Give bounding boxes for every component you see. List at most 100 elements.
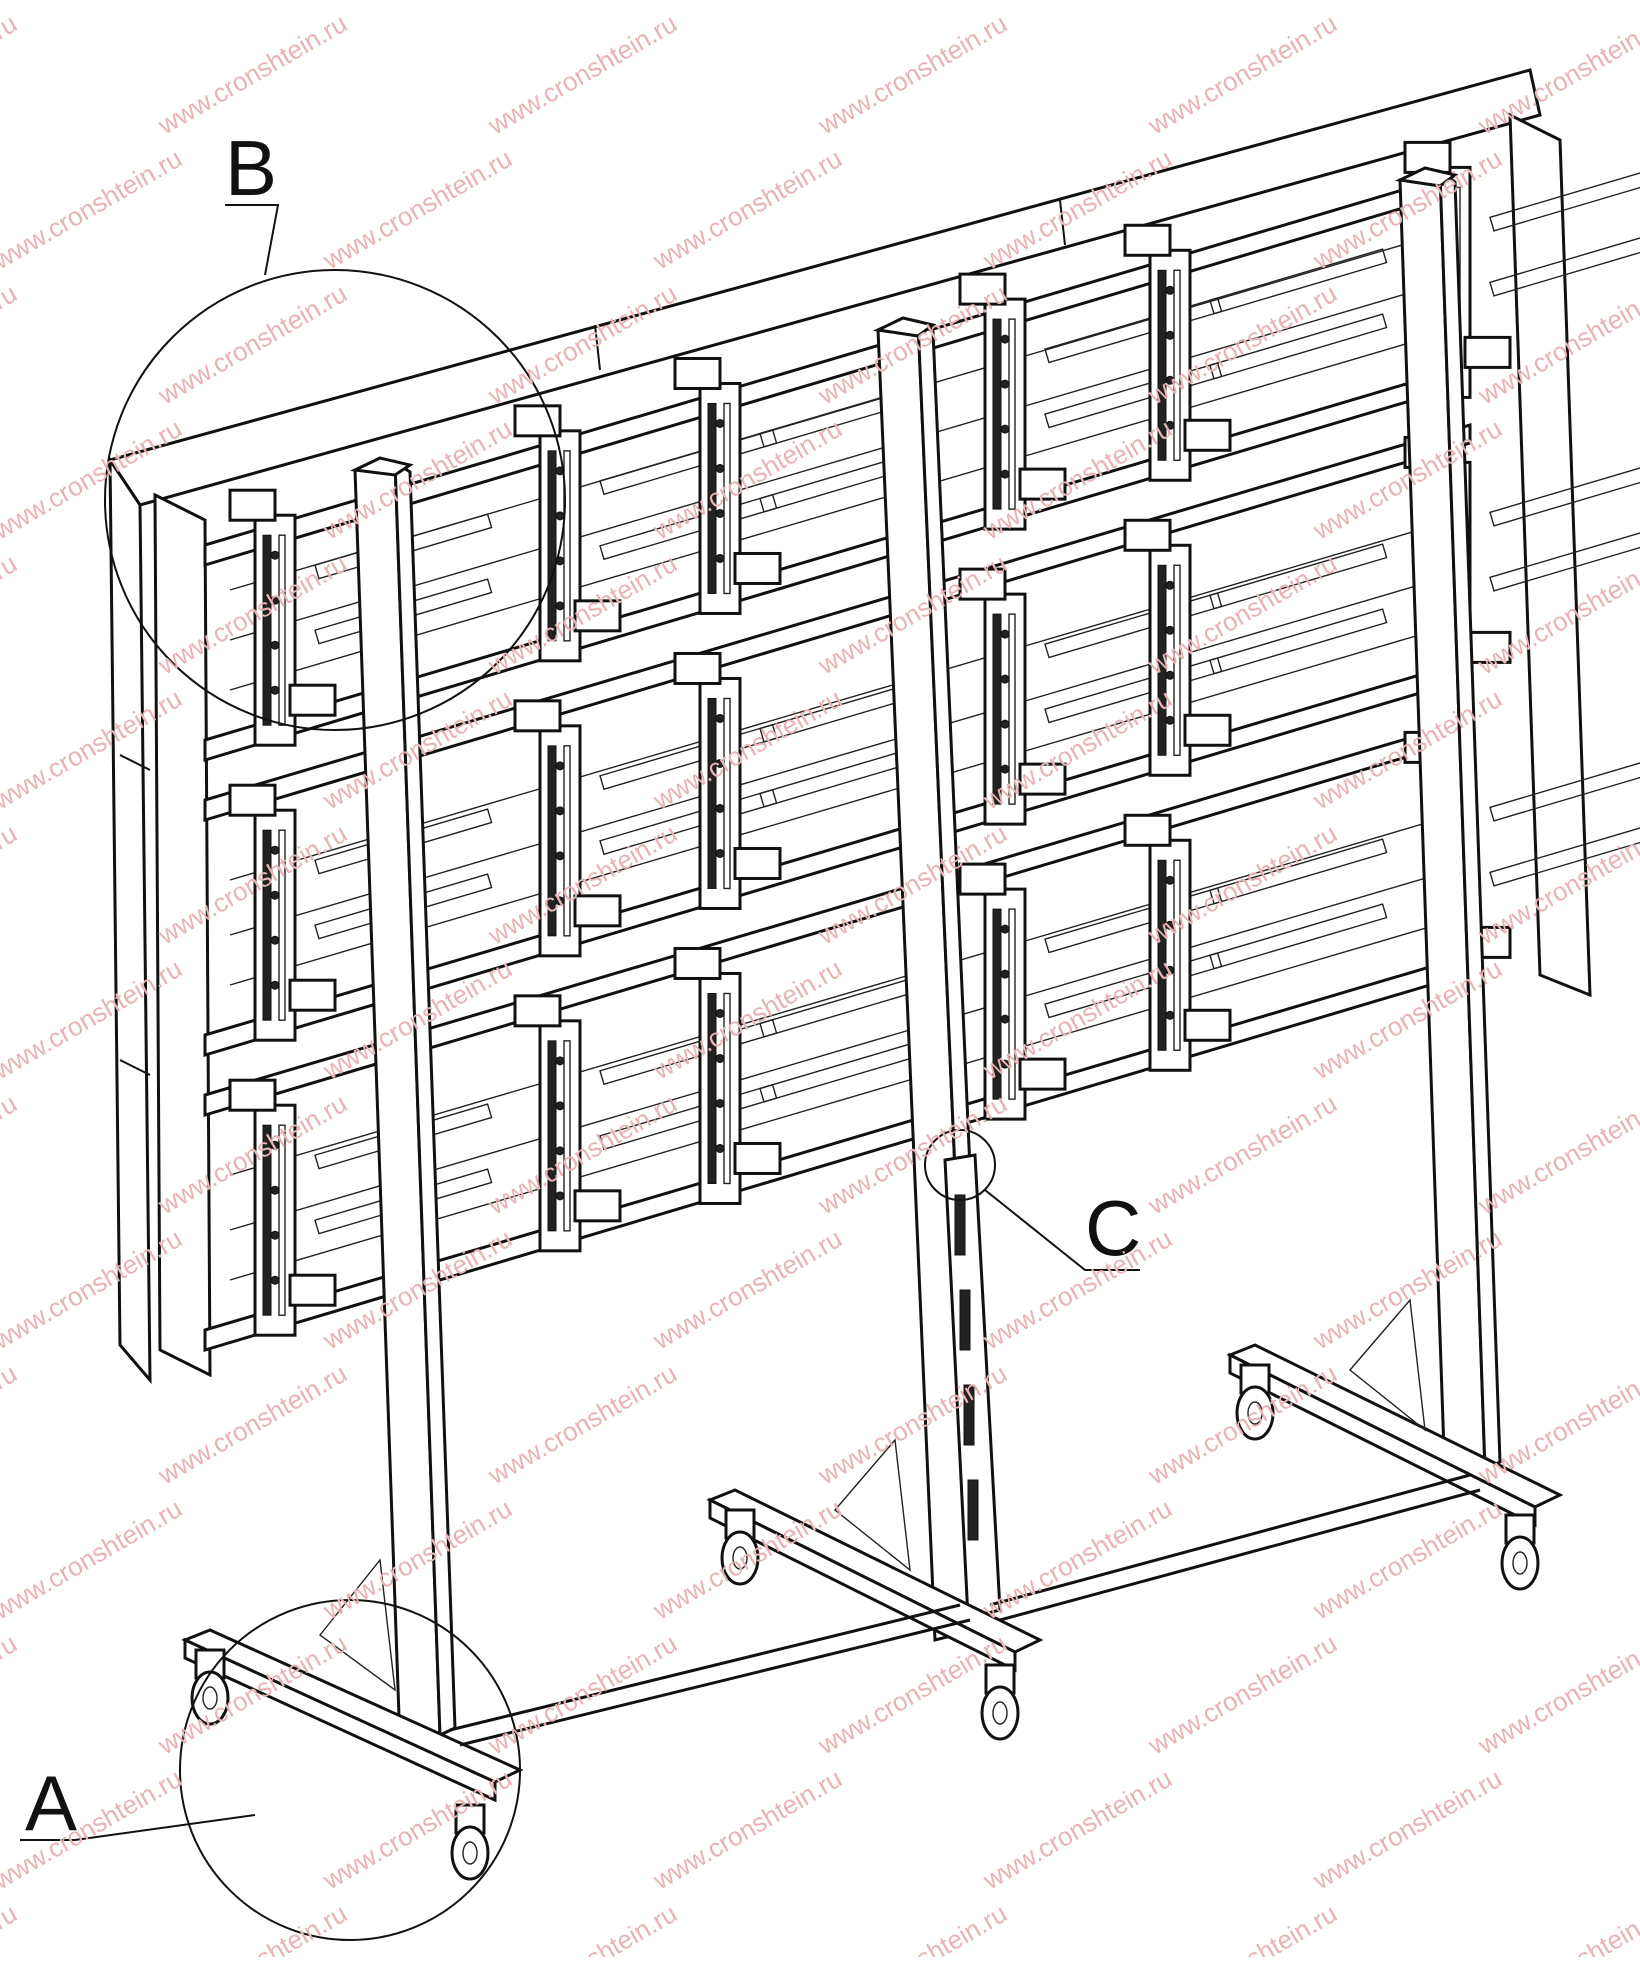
watermark-text: www.cronshtein.ru — [647, 0, 847, 6]
crossbar-back — [989, 1473, 1471, 1607]
column-right — [1394, 166, 1502, 1482]
watermark-text: www.cronshtein.ru — [482, 1898, 682, 1957]
watermark-text: www.cronshtein.ru — [977, 1763, 1177, 1896]
watermark-text: www.cronshtein.ru — [977, 0, 1177, 6]
watermark-text: www.cronshtein.ru — [1142, 8, 1342, 141]
screen-seam — [119, 1059, 151, 1076]
watermark-text: www.cronshtein.ru — [317, 143, 517, 276]
watermark-text: www.cronshtein.ru — [0, 818, 22, 951]
wall-bracket — [673, 651, 938, 910]
wall-right-plate — [1508, 112, 1592, 998]
watermark-text: www.cronshtein.ru — [0, 1088, 22, 1221]
watermark-text: www.cronshtein.ru — [0, 0, 187, 6]
watermark-text: www.cronshtein.ru — [647, 413, 847, 546]
leader-b — [225, 204, 280, 276]
watermark-text: www.cronshtein.ru — [1472, 8, 1640, 141]
leader-a — [20, 1814, 256, 1841]
leader-c — [984, 1189, 1140, 1271]
column-left-cap — [349, 456, 414, 477]
watermark-text: www.cronshtein.ru — [0, 1898, 22, 1957]
wall-bracket — [1123, 518, 1388, 777]
watermark-text: www.cronshtein.ru — [647, 143, 847, 276]
wall-end-plate — [153, 492, 212, 1378]
watermark-text: www.cronshtein.ru — [647, 1223, 847, 1356]
watermark-text: www.cronshtein.ru — [152, 8, 352, 141]
wall-left-face — [108, 454, 152, 1385]
screen-seam — [1059, 199, 1066, 246]
gusset — [833, 1438, 911, 1572]
crossbar-front-lower — [459, 1618, 971, 1747]
watermark-text: www.cronshtein.ru — [317, 0, 517, 6]
watermark-text: www.cronshtein.ru — [0, 278, 22, 411]
foot-right — [1226, 1343, 1564, 1509]
stand-base — [181, 1298, 1564, 1803]
watermark-text: www.cronshtein.ru — [647, 683, 847, 816]
gusset — [318, 1558, 396, 1692]
crossbar-back-lower — [999, 1488, 1481, 1622]
watermark-text: www.cronshtein.ru — [482, 1358, 682, 1491]
watermark-text: www.cronshtein.ru — [1142, 1898, 1342, 1957]
watermark-text: www.cronshtein.ru — [812, 1628, 1012, 1761]
watermark-text: www.cronshtein.ru — [482, 1628, 682, 1761]
watermark-text: www.cronshtein.ru — [977, 1493, 1177, 1626]
column-middle-cap — [872, 316, 937, 338]
wall-bracket — [513, 404, 778, 663]
plate-slots — [954, 1194, 979, 1541]
callout-c-label: C — [1085, 1184, 1141, 1272]
watermark-text: www.cronshtein.ru — [1307, 0, 1507, 6]
column-right-cap — [1394, 166, 1459, 188]
foot-left-side — [183, 1637, 497, 1803]
casters — [190, 1363, 1540, 1881]
watermark-text: www.cronshtein.ru — [1472, 1628, 1640, 1761]
wall-bracket — [513, 994, 778, 1253]
watermark-text: www.cronshtein.ru — [977, 1223, 1177, 1356]
watermark-text: www.cronshtein.ru — [317, 1763, 517, 1896]
watermark-text: www.cronshtein.ru — [647, 1763, 847, 1896]
watermark-text: www.cronshtein.ru — [0, 143, 187, 276]
screen-seam — [119, 754, 151, 771]
watermark-text: www.cronshtein.ru — [1472, 1088, 1640, 1221]
detail-circle-a — [179, 1599, 521, 1941]
watermark-text: www.cronshtein.ru — [152, 278, 352, 411]
callout-a-label: A — [25, 1759, 77, 1847]
callout-b-label: B — [225, 124, 277, 212]
gusset — [1348, 1298, 1426, 1432]
bracket-assemblies — [228, 140, 1640, 1337]
caster-wheel — [1500, 1513, 1540, 1591]
wall-bracket — [958, 272, 1223, 531]
watermark-text: www.cronshtein.ru — [482, 8, 682, 141]
wall-bracket — [228, 488, 493, 747]
screen-seam — [594, 324, 601, 371]
watermark-text: www.cronshtein.ru — [0, 1358, 22, 1491]
caster-wheel — [1235, 1363, 1275, 1441]
caster-wheel — [720, 1508, 760, 1586]
detail-circle-b — [104, 269, 566, 731]
watermark-text: www.cronshtein.ru — [0, 1493, 187, 1626]
wall-bracket — [673, 356, 938, 615]
watermark-text: www.cronshtein.ru — [0, 548, 22, 681]
wall-bracket — [228, 1078, 493, 1337]
watermark-text: www.cronshtein.ru — [0, 1628, 22, 1761]
wall-bracket — [1123, 813, 1388, 1072]
caster-wheel — [450, 1803, 490, 1881]
watermark-text: www.cronshtein.ru — [152, 1898, 352, 1957]
watermark-text: www.cronshtein.ru — [812, 8, 1012, 141]
detail-callouts: A B C — [20, 124, 1141, 1941]
watermark-text: www.cronshtein.ru — [0, 8, 22, 141]
crossbar-front — [449, 1603, 961, 1732]
caster-wheel — [980, 1663, 1020, 1741]
watermark-text: www.cronshtein.ru — [1472, 1898, 1640, 1957]
watermark-text: www.cronshtein.ru — [152, 1358, 352, 1491]
display-wall — [107, 68, 1592, 1385]
watermark-text: www.cronshtein.ru — [1307, 1763, 1507, 1896]
wall-bracket — [513, 699, 778, 958]
watermark-text: www.cronshtein.ru — [1142, 1628, 1342, 1761]
detail-circle-c — [924, 1129, 996, 1201]
wall-bracket — [1123, 223, 1388, 482]
wall-bracket — [958, 862, 1223, 1121]
watermark-text: www.cronshtein.ru — [1307, 1493, 1507, 1626]
watermark-text: www.cronshtein.ru — [812, 1898, 1012, 1957]
wall-bracket — [958, 567, 1223, 826]
